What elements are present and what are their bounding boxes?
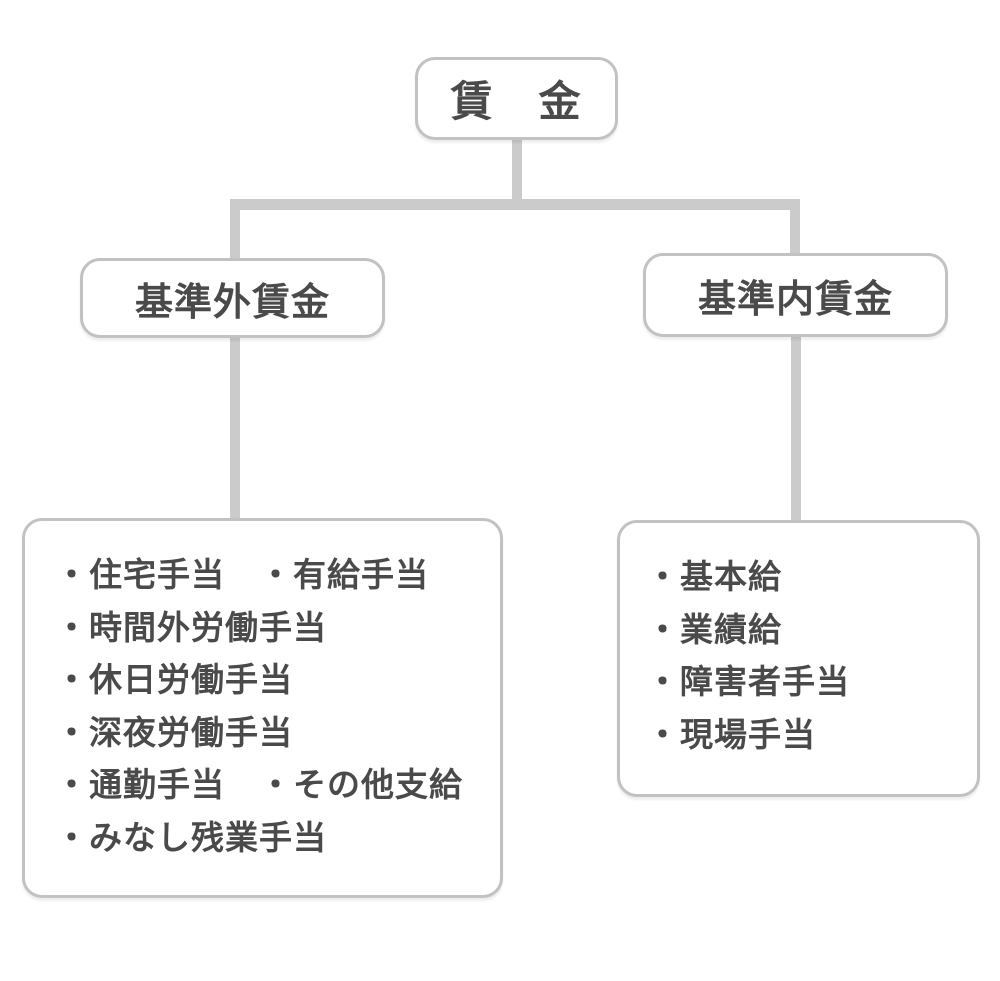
- connector-horizontal-bar: [230, 199, 800, 210]
- root-box-wage: 賃 金: [415, 57, 618, 140]
- connector-left-branch-drop: [230, 199, 240, 261]
- connector-right-list-drop: [791, 335, 801, 522]
- connector-right-branch-drop: [790, 199, 800, 256]
- list-item: ・時間外労働手当: [55, 607, 327, 647]
- list-item: ・通勤手当 ・その他支給: [55, 765, 463, 804]
- list-box-standard-wage-items: ・基本給 ・業績給 ・障害者手当 ・現場手当: [617, 520, 980, 797]
- list-item: ・業績給: [646, 609, 782, 649]
- connector-root-stem: [512, 140, 522, 202]
- root-label: 賃 金: [450, 77, 583, 126]
- connector-left-list-drop: [230, 336, 240, 521]
- branch-label-standard-wage: 基準内賃金: [697, 276, 893, 321]
- list-item: ・障害者手当: [646, 662, 850, 701]
- branch-box-standard-wage: 基準内賃金: [643, 253, 948, 337]
- branch-label-non-standard-wage: 基準外賃金: [134, 279, 330, 324]
- list-item: ・基本給: [646, 557, 782, 596]
- list-box-non-standard-wage-items: ・住宅手当 ・有給手当 ・時間外労働手当 ・休日労働手当 ・深夜労働手当 ・通勤…: [22, 518, 503, 898]
- list-item: ・現場手当: [646, 714, 816, 754]
- list-item: ・みなし残業手当: [55, 817, 327, 857]
- list-item: ・深夜労働手当: [55, 712, 293, 752]
- list-item: ・住宅手当 ・有給手当: [55, 555, 429, 594]
- list-item: ・休日労働手当: [55, 660, 293, 699]
- branch-box-non-standard-wage: 基準外賃金: [80, 258, 385, 338]
